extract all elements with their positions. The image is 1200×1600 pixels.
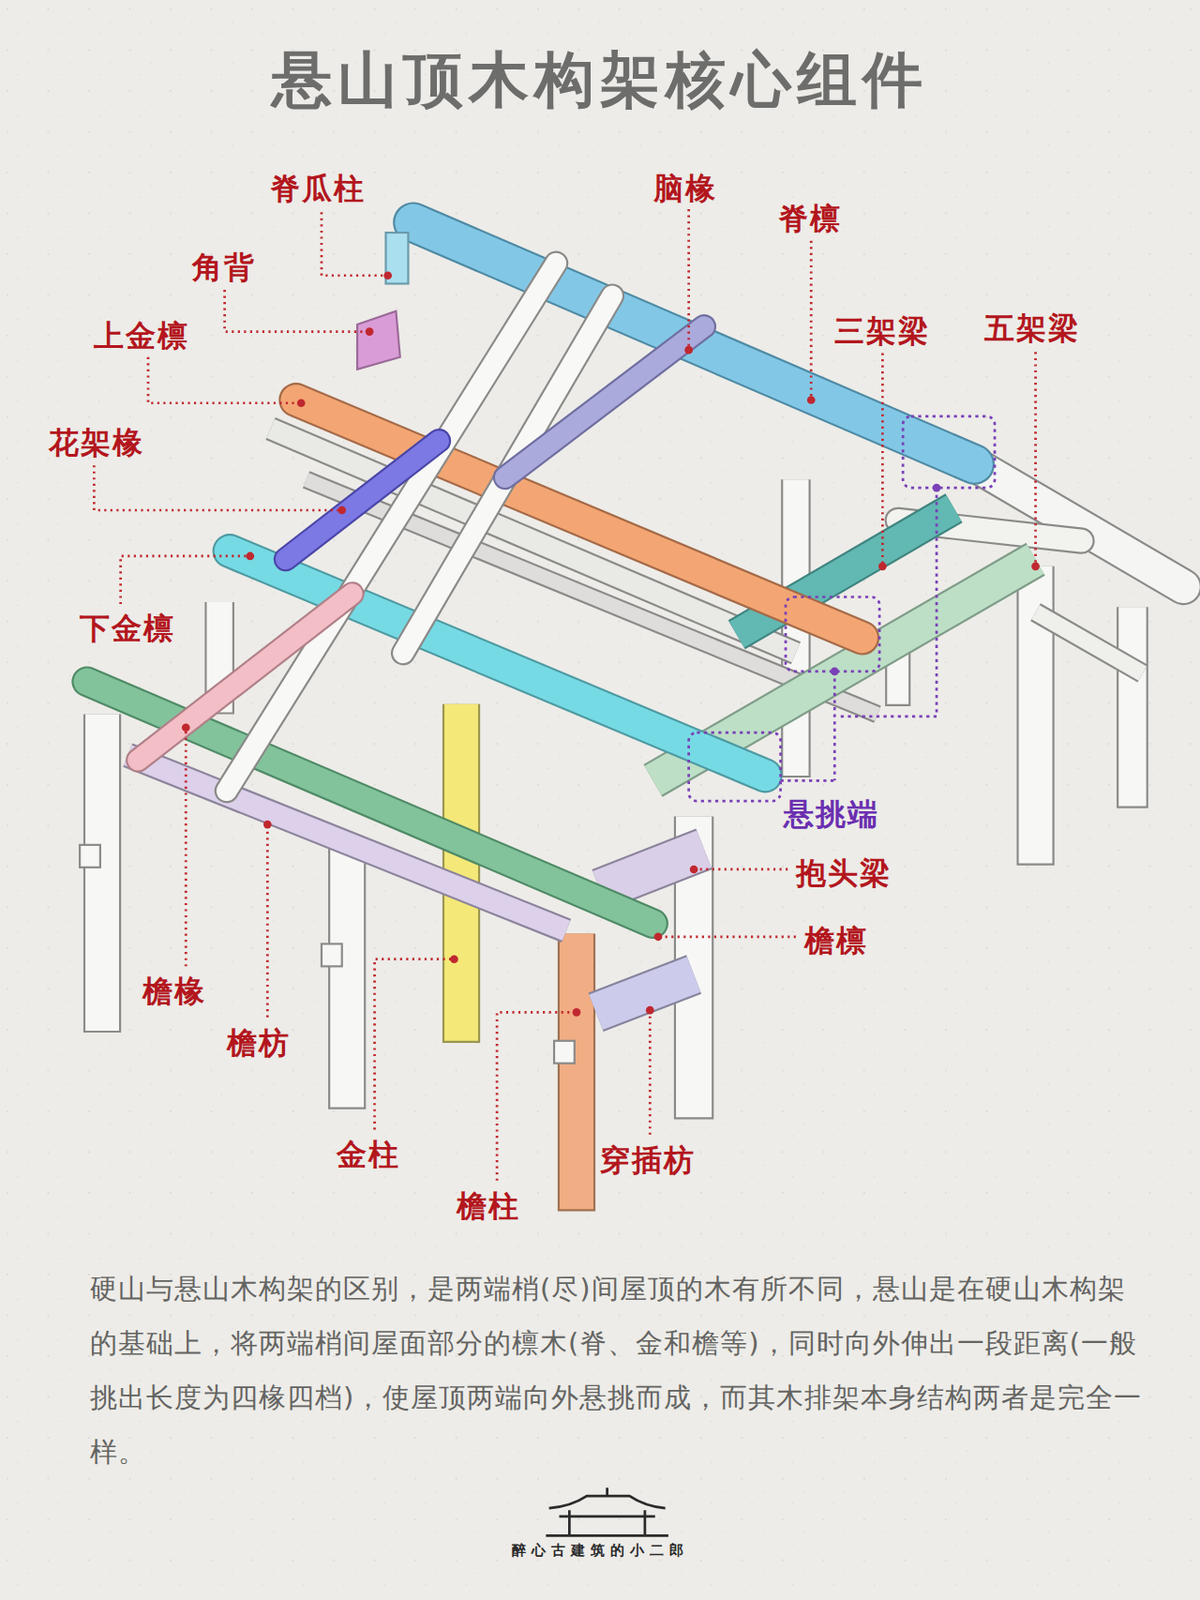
- caption-text: 硬山与悬山木构架的区别，是两端梢(尽)间屋顶的木有所不同，悬山是在硬山木构架的基…: [90, 1260, 1145, 1479]
- part-label: 五架梁: [984, 311, 1080, 345]
- part-label: 下金檩: [79, 611, 176, 645]
- part-label: 穿插枋: [600, 1142, 696, 1177]
- part-label: 檐檩: [804, 923, 869, 958]
- part-label: 脑椽: [653, 171, 718, 206]
- part-label: 悬挑端: [783, 796, 880, 831]
- title: 悬山顶木构架核心组件: [0, 39, 1200, 121]
- part-label: 脊瓜柱: [270, 171, 366, 206]
- part-label: 脊檩: [778, 201, 842, 236]
- part-label: 金柱: [336, 1137, 401, 1171]
- part-label: 抱头梁: [795, 855, 892, 890]
- part-label: 檐柱: [456, 1188, 521, 1223]
- watermark: 醉心古建筑的小二郎: [0, 1541, 1200, 1560]
- part-label: 檐椽: [142, 974, 207, 1008]
- part-label: 角背: [192, 250, 256, 285]
- part-label: 檐枋: [226, 1025, 291, 1060]
- part-label: 三架梁: [834, 314, 930, 348]
- part-label: 上金檩: [93, 318, 190, 353]
- part-label: 花架椽: [48, 425, 145, 460]
